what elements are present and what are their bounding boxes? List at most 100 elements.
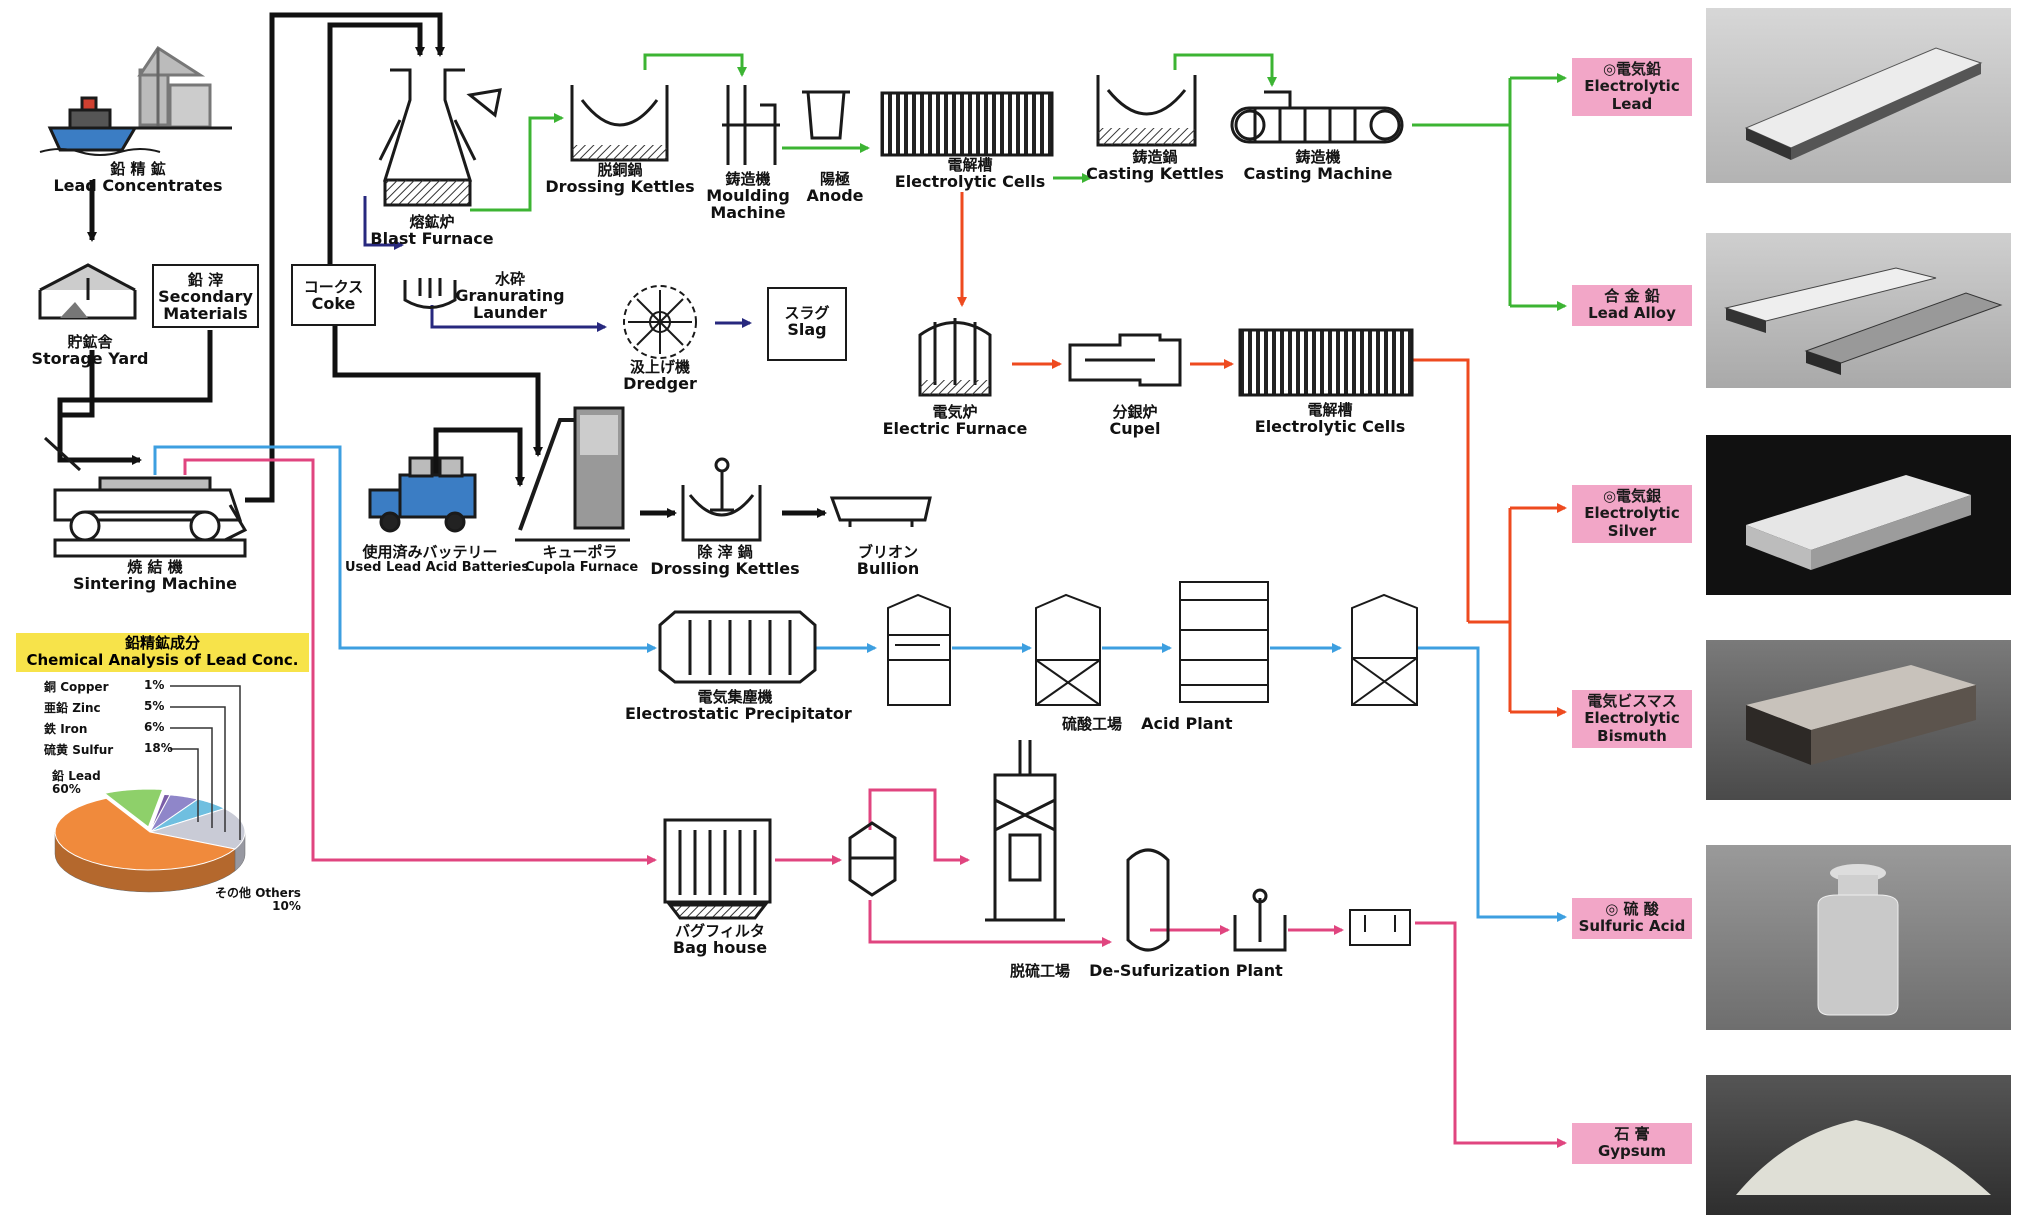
equipment-drawings: [38, 45, 1418, 952]
label-bullion: ブリオン Bullion: [838, 544, 938, 578]
label-en: Blast Furnace: [370, 228, 494, 248]
label-jp: 汲上げ機: [629, 358, 690, 376]
label-acid-plant: 硫酸工場 Acid Plant: [1062, 714, 1322, 733]
label-jp: 除 滓 鍋: [697, 543, 753, 561]
label-en: Drossing Kettles: [650, 558, 800, 578]
cupel-illustration: [1068, 333, 1182, 387]
product-jp: ◎ 硫 酸: [1605, 900, 1659, 918]
label-blast-furnace: 熔鉱炉 Blast Furnace: [362, 213, 502, 248]
blast-furnace-illustration: [378, 68, 502, 207]
dredger-illustration: [623, 285, 697, 359]
casting-machine-illustration: [1230, 90, 1404, 144]
product-en: Electrolytic: [1584, 77, 1680, 96]
label-jp: 熔鉱炉: [409, 213, 455, 231]
label-en: Acid Plant: [1141, 714, 1233, 733]
agitator-illustration: [1233, 888, 1287, 952]
label-secondary-materials: 鉛 滓 Secondary Materials: [153, 272, 258, 322]
pie-slice-sulfur: [149, 807, 246, 850]
label-drossing-kettles-2: 除 滓 鍋 Drossing Kettles: [650, 543, 800, 578]
slag-box: [767, 287, 847, 361]
label-jp: 電解槽: [1307, 401, 1353, 419]
label-en: Cupel: [1109, 418, 1161, 438]
product-jp: ◎電気銀: [1602, 487, 1662, 505]
product-tag-lead-alloy: 合 金 鉛 Lead Alloy: [1572, 285, 1692, 326]
label-storage-yard: 貯鉱舎 Storage Yard: [20, 334, 160, 368]
label-jp: コークス: [303, 278, 364, 296]
blue-flow-lines: [153, 445, 1567, 922]
label-en: Cupola Furnace: [525, 559, 639, 575]
product-en: Sulfuric Acid: [1578, 917, 1686, 936]
pie-label-jp: 鉄: [44, 722, 57, 736]
product-jp: 合 金 鉛: [1604, 287, 1660, 305]
label-en: Sintering Machine: [72, 573, 237, 593]
pie-label-copper: 銅 Copper 1%: [44, 678, 164, 695]
label-en: Slag: [787, 319, 827, 339]
product-jp: 石 膏: [1614, 1125, 1650, 1143]
label-granulating-launder: 水砕 Granurating Launder: [455, 270, 565, 321]
pie-label-en: Copper: [60, 680, 109, 694]
label-casting-machine: 鋳造機 Casting Machine: [1232, 149, 1404, 183]
magenta-flow-lines: [183, 458, 1567, 1148]
filter-illustration: [1349, 909, 1411, 946]
storage-yard-illustration: [38, 263, 137, 320]
product-en: Bismuth: [1597, 726, 1667, 745]
pie-label-value: 60%: [52, 781, 81, 796]
label-jp: 鉛 精 鉱: [110, 160, 166, 178]
pie-label-value: 1%: [144, 678, 165, 692]
label-dredger: 汲上げ機 Dredger: [610, 358, 710, 393]
label-jp: 脱硫工場: [1010, 962, 1071, 980]
label-jp: 電解槽: [947, 156, 993, 174]
cylinder-tank-illustration: [1126, 848, 1170, 952]
label-jp: 硫酸工場: [1062, 715, 1123, 733]
label-electrolytic-cells-1: 電解槽 Electrolytic Cells: [885, 156, 1055, 191]
moulding-machine-illustration: [722, 85, 780, 165]
product-tag-electrolytic-lead: ◎電気鉛 Electrolytic Lead: [1572, 58, 1692, 116]
drossing-kettle-1-illustration: [570, 85, 669, 162]
pie-label-en: Zinc: [72, 701, 101, 715]
label-jp: 鋳造機: [725, 170, 771, 188]
label-en: Casting Machine: [1243, 163, 1393, 183]
label-en: Machine: [710, 202, 786, 222]
label-en: Bag house: [672, 937, 768, 957]
label-lead-concentrates: 鉛 精 鉱 Lead Concentrates: [48, 160, 228, 195]
pie-label-en: Iron: [60, 722, 88, 736]
pie-slice-zinc: [149, 794, 199, 833]
pie-chart: [54, 788, 246, 893]
product-tag-electrolytic-silver: ◎電気銀 Electrolytic Silver: [1572, 485, 1692, 543]
casting-kettle-illustration: [1096, 75, 1197, 147]
label-jp: スラグ: [784, 304, 830, 322]
pie-label-jp: 銅: [44, 680, 57, 694]
pie-slice-others: [103, 788, 164, 828]
coke-box: [291, 264, 376, 326]
label-en: Coke: [311, 293, 356, 313]
label-en: Anode: [806, 185, 864, 205]
pie-leader-lines: [170, 685, 241, 840]
label-en: Dredger: [623, 373, 697, 393]
label-desulfurization-plant: 脱硫工場 De-Sufurization Plant: [1010, 962, 1300, 980]
product-tag-electrolytic-bismuth: 電気ビスマス Electrolytic Bismuth: [1572, 690, 1692, 748]
label-jp: バグフィルタ: [675, 922, 765, 940]
bag-house-illustration: [663, 818, 772, 920]
pie-label-zinc: 亜鉛 Zinc 5%: [44, 699, 164, 716]
product-en: Electrolytic: [1584, 504, 1680, 523]
chart-title-en: Chemical Analysis of Lead Conc.: [26, 651, 299, 670]
anode-illustration: [802, 90, 850, 140]
label-jp: 脱銅鍋: [597, 161, 643, 179]
label-en: Moulding: [706, 185, 790, 205]
drossing-kettle-2-illustration: [681, 457, 762, 542]
black-flow-lines: [57, 12, 827, 518]
label-en: Electrostatic Precipitator: [625, 703, 852, 723]
pie-label-value: 10%: [272, 898, 301, 913]
electrolytic-cells-1-illustration: [880, 91, 1054, 157]
label-en: Bullion: [856, 558, 920, 578]
label-electric-furnace: 電気炉 Electric Furnace: [880, 404, 1030, 438]
battery-truck-illustration: [368, 456, 477, 533]
chart-title: 鉛精鉱成分 Chemical Analysis of Lead Conc.: [16, 633, 309, 672]
label-en: Casting Kettles: [1086, 163, 1224, 183]
label-slag: スラグ Slag: [768, 304, 846, 339]
navy-flow-lines: [363, 196, 752, 332]
pie-label-jp: 硫黄: [44, 743, 69, 757]
label-jp: 水砕: [494, 270, 525, 288]
